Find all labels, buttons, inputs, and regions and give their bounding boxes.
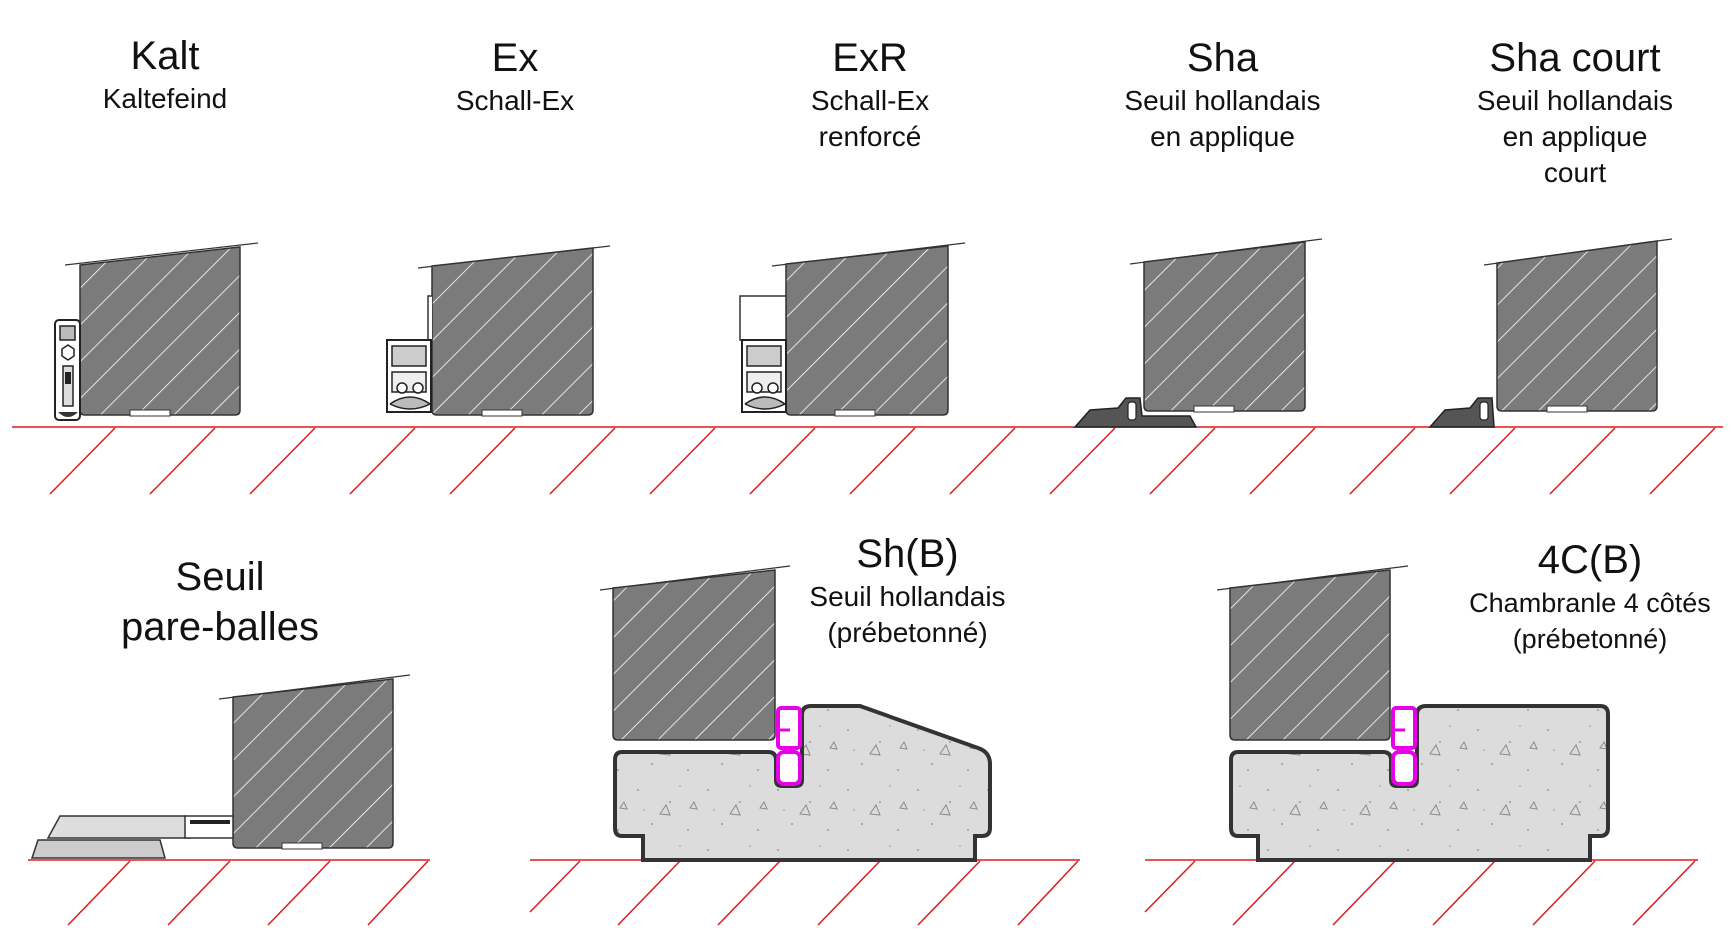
panel-seuil (30, 674, 411, 859)
door-leaf-seuil (232, 678, 394, 849)
panel-exr (739, 242, 966, 417)
c4b-subtitle-2: (prébetonné) (1512, 623, 1668, 654)
c4b-title: 4C(B) (1537, 538, 1643, 582)
shb-subtitle-1: Seuil hollandais (809, 580, 1006, 612)
door-leaf-c4b (1229, 569, 1391, 741)
shacourt-label: Sha court Seuil hollandais en applique c… (1450, 34, 1700, 191)
shb-title: Sh(B) (856, 532, 959, 576)
ground-hatch-top (49, 427, 1716, 495)
ex-label: Ex Schall-Ex (410, 34, 620, 119)
seuil-plate (30, 815, 234, 859)
sha-label: Sha Seuil hollandais en applique (1090, 34, 1355, 155)
kalt-label: Kalt Kaltefeind (60, 32, 270, 117)
kalt-title: Kalt (130, 34, 200, 78)
ground-bottom (28, 859, 1698, 926)
sha-subtitle-1: Seuil hollandais (1124, 84, 1321, 116)
shb-concrete-sill (613, 704, 992, 862)
kalt-subtitle: Kaltefeind (102, 82, 228, 114)
c4b-concrete-sill (1229, 704, 1610, 862)
exr-label: ExR Schall-Ex renforcé (765, 34, 975, 155)
c4b-label: 4C(B) Chambranle 4 côtés (prébetonné) (1445, 536, 1735, 657)
c4b-subtitle-1: Chambranle 4 côtés (1469, 587, 1711, 618)
ex-seal (386, 339, 432, 413)
ground-top (12, 426, 1723, 495)
shb-label: Sh(B) Seuil hollandais (prébetonné) (780, 530, 1035, 651)
panel-c4b (1216, 565, 1610, 862)
exr-subtitle-2: renforcé (818, 120, 922, 152)
door-leaf-sha (1143, 241, 1306, 412)
shacourt-subtitle-1: Seuil hollandais (1476, 84, 1674, 116)
exr-subtitle-1: Schall-Ex (810, 84, 930, 116)
shb-seal (776, 706, 802, 786)
exr-title: ExR (832, 36, 908, 80)
panel-shb (599, 565, 992, 862)
ex-subtitle: Schall-Ex (455, 84, 575, 116)
panel-kalt (54, 242, 259, 421)
exr-seal (741, 339, 787, 413)
kalt-seal (54, 319, 81, 421)
seuil-title-1: Seuil (175, 555, 265, 599)
door-leaf-kalt (79, 246, 241, 416)
shacourt-subtitle-2: en applique (1502, 120, 1648, 152)
c4b-seal (1391, 706, 1417, 786)
panel-shacourt (1428, 238, 1673, 428)
door-leaf-exr (785, 245, 949, 416)
panel-sha (1073, 238, 1323, 428)
door-leaf-shb (612, 569, 776, 741)
panel-ex (386, 245, 611, 417)
sha-title: Sha (1186, 36, 1259, 80)
shacourt-threshold (1428, 397, 1495, 428)
shb-subtitle-2: (prébetonné) (827, 616, 988, 648)
door-leaf-ex (431, 247, 594, 416)
seuil-label: Seuil pare-balles (90, 552, 350, 652)
door-leaf-shacourt (1496, 240, 1658, 412)
ex-title: Ex (491, 36, 539, 80)
seuil-title-2: pare-balles (121, 605, 319, 649)
sha-subtitle-2: en applique (1150, 120, 1295, 152)
shacourt-subtitle-3: court (1543, 156, 1607, 188)
shacourt-title: Sha court (1489, 36, 1661, 80)
